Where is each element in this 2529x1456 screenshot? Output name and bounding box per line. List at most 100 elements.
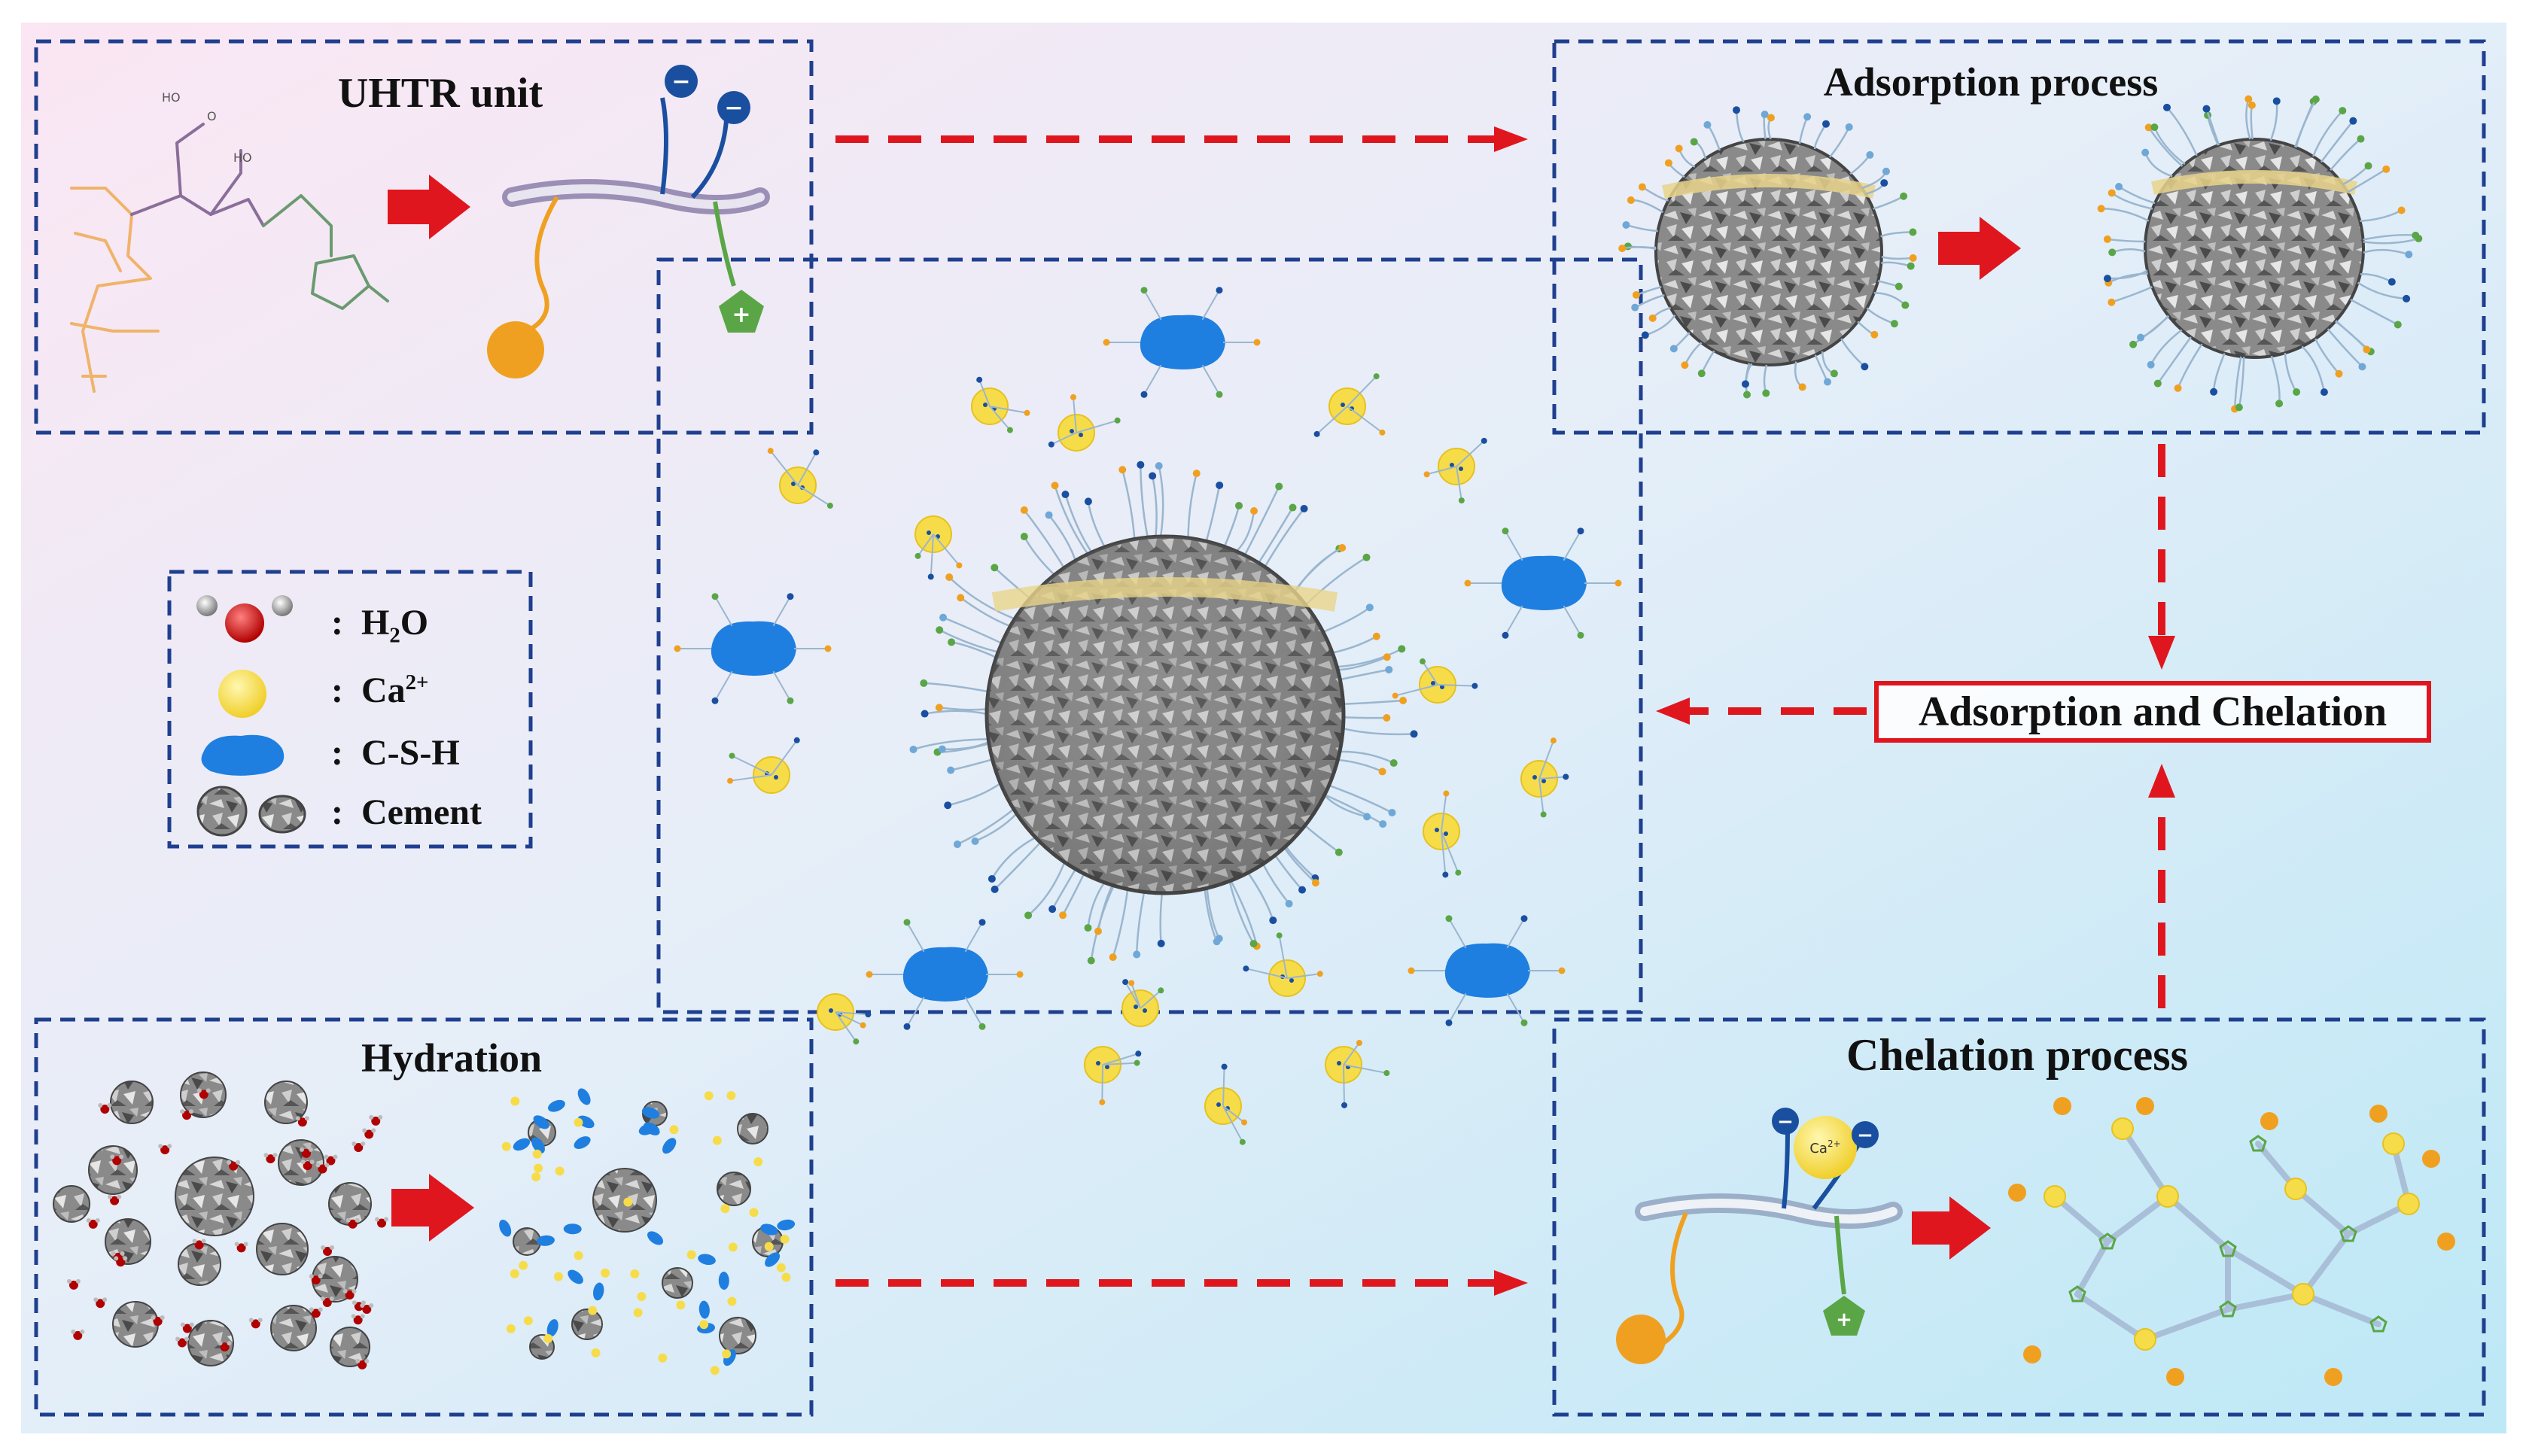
chain-end-group bbox=[1471, 682, 1478, 689]
chain-end-group bbox=[1632, 290, 1640, 299]
legend-colon: : bbox=[331, 792, 343, 832]
calcium-ion-icon bbox=[722, 1349, 732, 1359]
polymer-chain bbox=[939, 629, 999, 653]
polymer-chain bbox=[2147, 126, 2184, 167]
chain-end-group bbox=[1192, 470, 1201, 478]
chelating-group-dot bbox=[1216, 1102, 1221, 1107]
polymer-chain bbox=[1143, 290, 1162, 321]
chain-end-group bbox=[1866, 150, 1874, 159]
chain-end-group bbox=[1870, 330, 1879, 339]
chain-end-group bbox=[1024, 911, 1033, 919]
cement-particle-icon bbox=[719, 1317, 756, 1354]
chain-end-group bbox=[948, 638, 956, 646]
polymer-chain bbox=[1264, 508, 1305, 568]
network-backbone bbox=[2300, 1231, 2351, 1297]
chain-end-group bbox=[1399, 697, 1408, 705]
minus-sign: − bbox=[724, 95, 743, 121]
water-hydrogen bbox=[95, 1217, 100, 1223]
chain-end-group bbox=[1830, 369, 1838, 378]
polymer-chain bbox=[2166, 107, 2198, 157]
calcium-ion-icon bbox=[534, 1163, 543, 1173]
chain-end-group bbox=[1061, 491, 1070, 499]
polymer-chain bbox=[1506, 918, 1525, 949]
csh-gel-icon bbox=[662, 1138, 677, 1154]
chain-end-group bbox=[2103, 235, 2111, 243]
calcium-ion-icon bbox=[710, 1366, 720, 1375]
csh-gel-icon bbox=[593, 1282, 604, 1301]
chain-end-group bbox=[2403, 294, 2411, 302]
water-hydrogen bbox=[80, 1329, 85, 1334]
adsorption-title: Adsorption process bbox=[1823, 59, 2159, 105]
polymer-chain bbox=[1201, 290, 1220, 321]
chelating-group-dot bbox=[1341, 403, 1345, 407]
chain-end-group bbox=[1383, 653, 1391, 661]
legend-entry-cement: : Cement bbox=[331, 792, 482, 833]
water-molecule-icon bbox=[251, 1319, 260, 1329]
water-hydrogen bbox=[369, 1114, 374, 1120]
calcium-ion-icon bbox=[574, 1117, 583, 1127]
chain-end-group bbox=[1733, 106, 1741, 114]
water-molecule-icon bbox=[182, 1111, 192, 1120]
calcium-ion-icon bbox=[623, 1197, 633, 1207]
polymer-chain bbox=[960, 597, 1011, 628]
flow-arrowheads bbox=[1494, 126, 2175, 1296]
minus-sign: − bbox=[671, 68, 690, 95]
water-molecule-icon bbox=[311, 1309, 321, 1318]
chain-end-group bbox=[2415, 235, 2423, 243]
polymer-chain bbox=[2363, 248, 2409, 256]
polymer-chain bbox=[1505, 530, 1523, 561]
water-hydrogen bbox=[98, 1103, 103, 1108]
chain-end-group bbox=[2311, 95, 2320, 103]
chain-end-group bbox=[2357, 135, 2365, 143]
polymer-chain bbox=[964, 996, 983, 1027]
chain-end-group bbox=[1558, 967, 1566, 974]
polymer-chain bbox=[1151, 476, 1158, 537]
polymer-chain bbox=[1121, 469, 1136, 540]
cement-particle-icon bbox=[110, 1081, 154, 1124]
water-molecule-icon bbox=[96, 1299, 105, 1309]
anchor-ball-icon bbox=[2023, 1345, 2041, 1363]
chain-end-group bbox=[1423, 471, 1430, 478]
chain-end-group bbox=[1356, 1040, 1362, 1047]
chain-end-group bbox=[1216, 391, 1223, 398]
adsorption-and-chelation-label: Adsorption and Chelation bbox=[1874, 681, 2431, 743]
chain-end-group bbox=[2320, 388, 2328, 397]
chain-end-group bbox=[938, 745, 946, 753]
chain-end-group bbox=[2382, 165, 2391, 173]
cement-particle-icon bbox=[717, 1172, 751, 1206]
chain-end-group bbox=[787, 697, 794, 704]
chain-end-group bbox=[1379, 820, 1387, 828]
chain-end-group bbox=[1798, 383, 1806, 391]
chain-end-group bbox=[1443, 790, 1450, 797]
calcium-ion-icon bbox=[633, 1308, 643, 1318]
polymer-chain bbox=[964, 922, 983, 953]
water-molecule-icon bbox=[345, 1290, 355, 1300]
polymer-chain bbox=[1347, 375, 1377, 407]
chain-end-group bbox=[991, 885, 999, 893]
water-hydrogen bbox=[123, 1256, 128, 1261]
chain-end-group bbox=[1118, 466, 1127, 474]
chain-end-group bbox=[978, 919, 986, 926]
polymer-chain bbox=[942, 616, 1003, 644]
chain-end-group bbox=[1520, 915, 1528, 923]
chain-end-group bbox=[1697, 369, 1706, 378]
water-molecule-icon bbox=[100, 1105, 110, 1114]
chelating-group-dot bbox=[829, 1008, 833, 1013]
chain-end-group bbox=[1269, 916, 1277, 925]
water-hydrogen bbox=[384, 1217, 389, 1222]
water-molecule-icon bbox=[318, 1164, 327, 1174]
water-hydrogen bbox=[71, 1329, 76, 1334]
water-molecule-icon bbox=[353, 1315, 363, 1325]
csh-gel-icon bbox=[574, 1136, 591, 1149]
chain-end-group bbox=[903, 919, 911, 926]
water-hydrogen bbox=[364, 1358, 370, 1363]
chain-end-group bbox=[1664, 159, 1672, 167]
calcium-ion-icon bbox=[704, 1091, 714, 1101]
polymer-chain bbox=[1426, 466, 1457, 476]
chain-end-group bbox=[978, 1023, 986, 1030]
water-hydrogen bbox=[107, 1103, 112, 1108]
cement-particle-icon bbox=[105, 1218, 151, 1265]
polymer-chain bbox=[1441, 831, 1459, 874]
cation-pentagon-icon bbox=[719, 290, 764, 333]
plus-sign: + bbox=[732, 302, 750, 328]
